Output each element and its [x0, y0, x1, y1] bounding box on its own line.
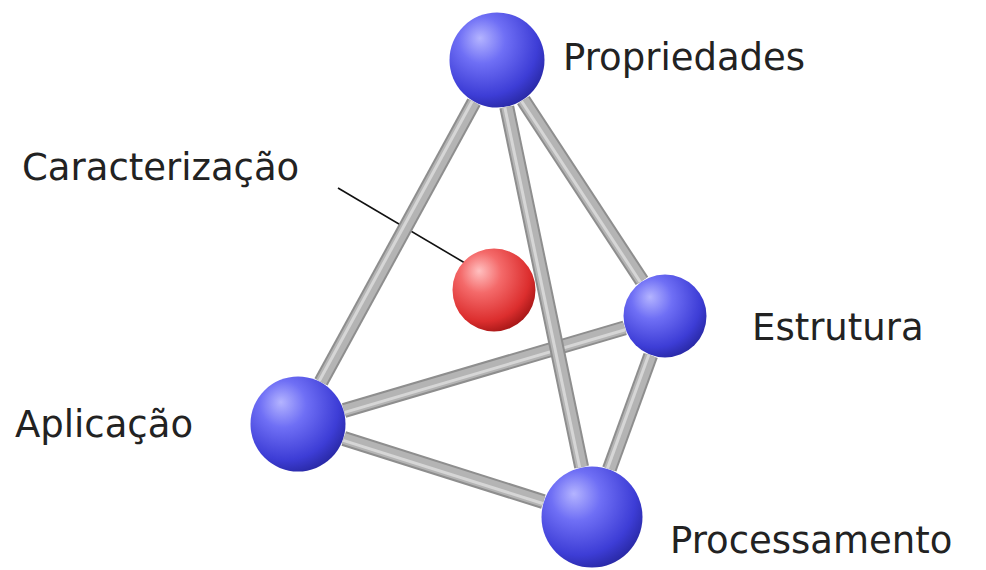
processing-sphere: Processamento [541, 466, 643, 568]
node-label: Caracterização [20, 147, 301, 190]
node-label: Aplicação [13, 404, 195, 447]
rod-connector [608, 355, 651, 469]
rod-connector [344, 328, 625, 413]
sphere-shape [449, 12, 545, 108]
sphere-shape [452, 248, 536, 332]
sphere-shape [623, 274, 707, 358]
structure-sphere: Estrutura [623, 274, 707, 358]
rod-body [344, 328, 625, 411]
application-sphere: Aplicação [250, 376, 346, 472]
sphere [450, 13, 545, 108]
sphere-shape [250, 376, 346, 472]
rod-connector [343, 438, 543, 503]
rod-body [609, 355, 650, 469]
sphere-shape [541, 466, 643, 568]
rod-body [344, 438, 544, 501]
rod-outline [321, 102, 474, 382]
rod-highlight [319, 101, 472, 381]
node-label: Propriedades [561, 37, 807, 80]
characterization-sphere: Caracterização [452, 248, 536, 332]
property-sphere: Propriedades [449, 12, 545, 108]
rod-highlight [608, 355, 649, 469]
rod-outline [344, 438, 544, 501]
rod-body [321, 102, 474, 382]
sphere [542, 467, 643, 568]
rod-connector [319, 101, 474, 382]
rod-highlight [345, 330, 626, 413]
sphere [453, 249, 536, 332]
rod-highlight [343, 440, 543, 503]
rod-outline [609, 355, 650, 469]
rod-outline [344, 328, 625, 411]
sphere [251, 377, 346, 472]
node-label: Processamento [668, 520, 954, 563]
sphere [624, 275, 707, 358]
node-label: Estrutura [750, 307, 926, 350]
